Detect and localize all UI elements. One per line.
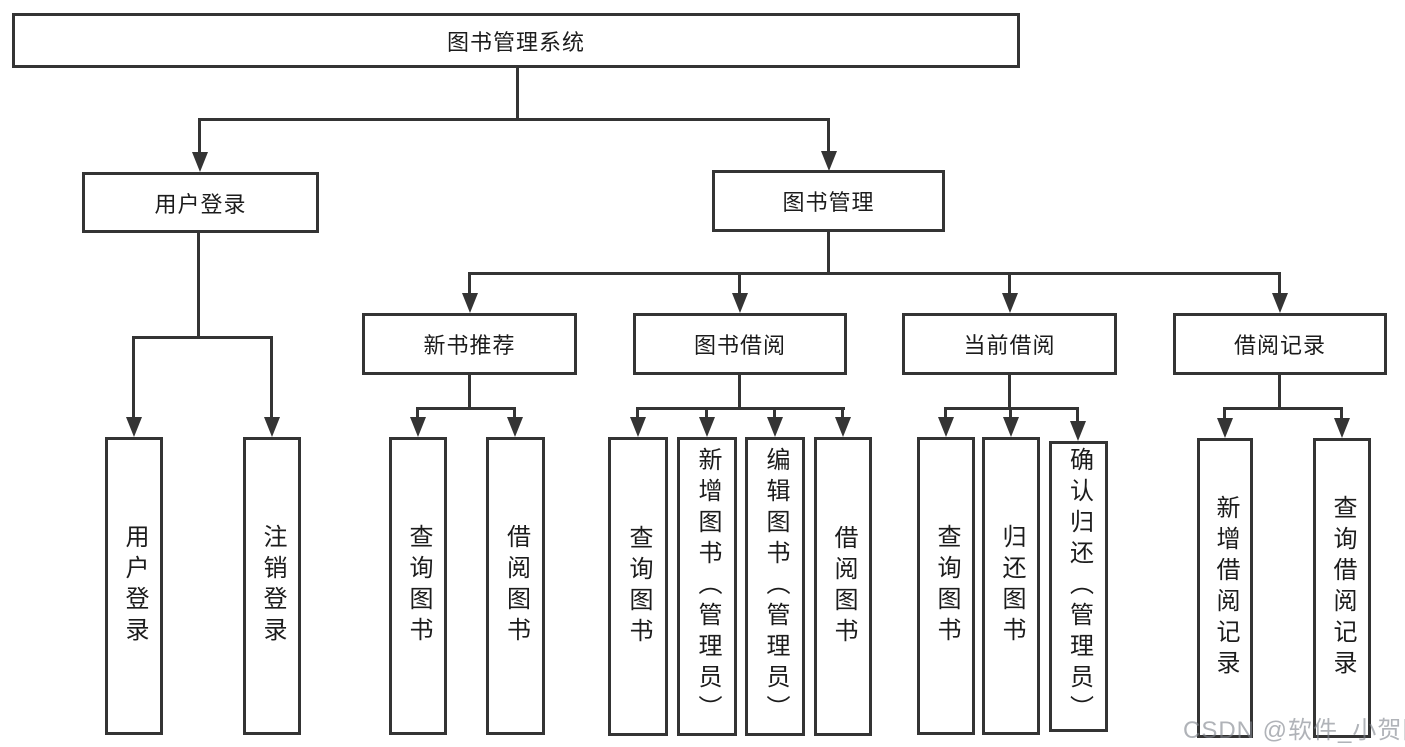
leaf-label: 编辑图书（管理员） bbox=[762, 447, 789, 726]
arrowhead-icon bbox=[821, 151, 837, 171]
leaf-label: 新增图书（管理员） bbox=[694, 447, 721, 726]
arrowhead-icon bbox=[1002, 293, 1018, 313]
arrowhead-icon bbox=[732, 293, 748, 313]
leaf-label: 借阅图书 bbox=[830, 524, 857, 649]
arrowhead-icon bbox=[938, 417, 954, 437]
connector-line bbox=[468, 272, 1281, 275]
node-label: 当前借阅 bbox=[963, 333, 1056, 358]
leaf-add-borrow-record: 新增借阅记录 bbox=[1197, 438, 1253, 738]
connector-line bbox=[417, 407, 516, 410]
node-label: 新书推荐 bbox=[423, 333, 516, 358]
leaf-query-books: 查询图书 bbox=[917, 437, 975, 735]
leaf-label: 借阅图书 bbox=[502, 524, 530, 648]
node-borrow-records: 借阅记录 bbox=[1173, 313, 1387, 375]
connector-line bbox=[945, 407, 1079, 410]
node-label: 图书管理 bbox=[782, 190, 875, 215]
node-new-book-recommend: 新书推荐 bbox=[362, 313, 577, 375]
leaf-confirm-return-admin: 确认归还（管理员） bbox=[1049, 441, 1108, 732]
arrowhead-icon bbox=[462, 293, 478, 313]
connector-line bbox=[132, 336, 135, 419]
connector-line bbox=[198, 118, 201, 154]
leaf-label: 确认归还（管理员） bbox=[1065, 447, 1093, 726]
leaf-query-books: 查询图书 bbox=[389, 437, 447, 735]
connector-line bbox=[197, 233, 200, 339]
leaf-user-login: 用户登录 bbox=[105, 437, 163, 735]
node-label: 图书管理系统 bbox=[446, 29, 585, 55]
connector-line bbox=[944, 407, 947, 419]
connector-line bbox=[705, 407, 708, 419]
csdn-watermark: CSDN @软件_小贺同学 bbox=[1183, 717, 1405, 744]
arrowhead-icon bbox=[1217, 418, 1233, 438]
connector-line bbox=[738, 375, 741, 410]
connector-line bbox=[1008, 272, 1011, 295]
arrowhead-icon bbox=[264, 417, 280, 437]
connector-line bbox=[468, 375, 471, 410]
arrowhead-icon bbox=[507, 417, 523, 437]
connector-line bbox=[1076, 407, 1079, 421]
connector-line bbox=[1278, 272, 1281, 295]
arrowhead-icon bbox=[1272, 293, 1288, 313]
leaf-query-borrow-record: 查询借阅记录 bbox=[1313, 438, 1371, 738]
leaf-borrow-books: 借阅图书 bbox=[814, 437, 872, 736]
leaf-label: 新增借阅记录 bbox=[1212, 495, 1239, 681]
node-label: 图书借阅 bbox=[693, 333, 786, 358]
leaf-label: 归还图书 bbox=[998, 524, 1025, 648]
connector-line bbox=[827, 232, 830, 275]
connector-line bbox=[516, 68, 519, 121]
arrowhead-icon bbox=[699, 417, 715, 437]
arrowhead-icon bbox=[767, 417, 783, 437]
connector-line bbox=[133, 336, 273, 339]
connector-line bbox=[416, 407, 419, 419]
arrowhead-icon bbox=[835, 417, 851, 437]
arrowhead-icon bbox=[1070, 421, 1086, 441]
node-user-login: 用户登录 bbox=[82, 172, 319, 233]
connector-line bbox=[841, 407, 844, 419]
arrowhead-icon bbox=[126, 417, 142, 437]
leaf-label: 用户登录 bbox=[121, 524, 148, 648]
node-label: 用户登录 bbox=[154, 191, 247, 217]
leaf-borrow-books: 借阅图书 bbox=[486, 437, 545, 735]
connector-line bbox=[1224, 407, 1343, 410]
connector-line bbox=[637, 407, 845, 410]
leaf-label: 查询图书 bbox=[933, 524, 960, 648]
leaf-label: 查询借阅记录 bbox=[1329, 495, 1356, 681]
arrowhead-icon bbox=[1334, 418, 1350, 438]
connector-line bbox=[1223, 407, 1226, 419]
connector-line bbox=[1278, 375, 1281, 410]
connector-line bbox=[738, 272, 741, 295]
node-label: 借阅记录 bbox=[1233, 333, 1326, 358]
connector-line bbox=[1008, 375, 1011, 410]
arrowhead-icon bbox=[192, 152, 208, 172]
leaf-query-books: 查询图书 bbox=[608, 437, 668, 736]
arrowhead-icon bbox=[410, 417, 426, 437]
leaf-add-book-admin: 新增图书（管理员） bbox=[677, 437, 737, 736]
arrowhead-icon bbox=[1003, 417, 1019, 437]
connector-line bbox=[1009, 407, 1012, 419]
node-book-management: 图书管理 bbox=[712, 170, 945, 232]
leaf-label: 查询图书 bbox=[405, 524, 432, 648]
connector-line bbox=[773, 407, 776, 419]
arrowhead-icon bbox=[630, 417, 646, 437]
leaf-logout: 注销登录 bbox=[243, 437, 301, 735]
connector-line bbox=[513, 407, 516, 419]
node-current-borrow: 当前借阅 bbox=[902, 313, 1117, 375]
connector-line bbox=[198, 118, 830, 121]
connector-line bbox=[1340, 407, 1343, 419]
connector-line bbox=[468, 272, 471, 295]
leaf-label: 查询图书 bbox=[625, 524, 652, 649]
connector-line bbox=[270, 336, 273, 419]
node-book-borrow: 图书借阅 bbox=[633, 313, 847, 375]
connector-line bbox=[636, 407, 639, 419]
node-library-system: 图书管理系统 bbox=[12, 13, 1020, 68]
leaf-return-book: 归还图书 bbox=[982, 437, 1040, 735]
connector-line bbox=[827, 118, 830, 154]
leaf-label: 注销登录 bbox=[259, 524, 286, 648]
leaf-edit-book-admin: 编辑图书（管理员） bbox=[745, 437, 805, 736]
